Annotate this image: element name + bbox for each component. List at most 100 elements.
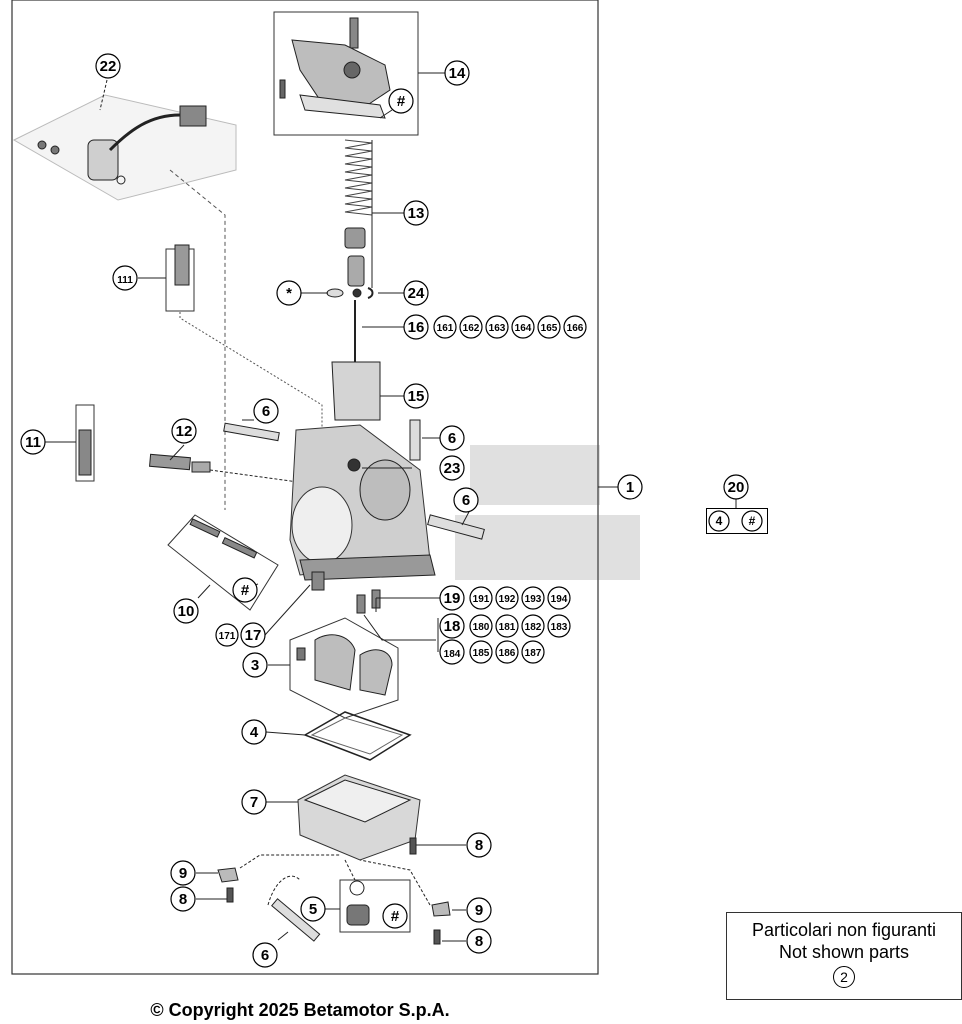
gasket-part bbox=[303, 711, 412, 761]
callout: 193 bbox=[521, 586, 545, 610]
callout-number: 8 bbox=[475, 933, 483, 950]
callout: # bbox=[232, 577, 258, 603]
callout: 163 bbox=[485, 315, 509, 339]
callout-number: 6 bbox=[462, 492, 470, 509]
callout-number: 19 bbox=[444, 590, 461, 607]
callout-number: 185 bbox=[473, 648, 490, 659]
callout-number: 182 bbox=[525, 622, 542, 633]
callout: 162 bbox=[459, 315, 483, 339]
callout-circle bbox=[388, 88, 414, 114]
callout-circle bbox=[170, 860, 196, 886]
callout-circle bbox=[403, 200, 429, 226]
callout: 17 bbox=[240, 622, 266, 648]
callout-circle bbox=[439, 585, 465, 611]
kit-20-box bbox=[706, 508, 768, 534]
callout-circle bbox=[171, 418, 197, 444]
callout-number: 17 bbox=[245, 627, 262, 644]
callout-number: 6 bbox=[448, 430, 456, 447]
callout: 8 bbox=[170, 886, 196, 912]
throttle-slide-part bbox=[331, 361, 381, 421]
callout-number: 164 bbox=[515, 323, 532, 334]
callout: 6 bbox=[252, 942, 278, 968]
callout-number: 9 bbox=[475, 902, 483, 919]
callout: 1 bbox=[617, 474, 643, 500]
callout-number: 16 bbox=[408, 319, 425, 336]
callout-number: 8 bbox=[179, 891, 187, 908]
callout-circle bbox=[276, 280, 302, 306]
callout-number: 24 bbox=[408, 285, 425, 302]
callout-circle bbox=[300, 896, 326, 922]
callout: 183 bbox=[547, 614, 571, 638]
callout-number: 183 bbox=[551, 622, 568, 633]
callout-circle bbox=[495, 614, 519, 638]
hose-part bbox=[409, 419, 421, 461]
callout-number: # bbox=[397, 93, 406, 110]
callout-number: 10 bbox=[178, 603, 195, 620]
not-shown-parts-box: Particolari non figuranti Not shown part… bbox=[726, 912, 962, 1000]
callout-number: 184 bbox=[444, 649, 461, 660]
callout: 7 bbox=[241, 789, 267, 815]
callout: 15 bbox=[403, 383, 429, 409]
callout-circle bbox=[495, 586, 519, 610]
callout-circle bbox=[537, 315, 561, 339]
callout: 185 bbox=[469, 640, 493, 664]
hose-part bbox=[427, 514, 485, 540]
hose-part bbox=[223, 422, 280, 442]
callout-number: 186 bbox=[499, 648, 516, 659]
callout-circle bbox=[723, 474, 749, 500]
spring-part bbox=[344, 139, 373, 287]
callout-number: 1 bbox=[626, 479, 634, 496]
callout-circle bbox=[547, 586, 571, 610]
callout-circle bbox=[20, 429, 46, 455]
callout-number: 4 bbox=[716, 514, 723, 528]
watermark bbox=[455, 445, 640, 580]
callout-number: 18 bbox=[444, 618, 461, 635]
callout-circle bbox=[232, 577, 258, 603]
callout-circle bbox=[382, 903, 408, 929]
callout-circle bbox=[170, 886, 196, 912]
callout-circle bbox=[242, 652, 268, 678]
callout-number: # bbox=[241, 582, 250, 599]
callout: * bbox=[276, 280, 302, 306]
callout: 186 bbox=[495, 640, 519, 664]
throttle-sensor-part bbox=[12, 79, 237, 201]
callout-circle bbox=[241, 789, 267, 815]
callout-circle bbox=[433, 315, 457, 339]
callout-circle bbox=[466, 832, 492, 858]
callout: 180 bbox=[469, 614, 493, 638]
callout: 3 bbox=[242, 652, 268, 678]
callout-number: 8 bbox=[475, 837, 483, 854]
callout-circle bbox=[521, 614, 545, 638]
not-shown-part-number: 2 bbox=[833, 966, 855, 988]
callout: 187 bbox=[521, 640, 545, 664]
not-shown-title-it: Particolari non figuranti bbox=[751, 920, 937, 940]
callout: 4 bbox=[241, 719, 267, 745]
callout-circle bbox=[439, 639, 465, 665]
callout: 165 bbox=[537, 315, 561, 339]
callout-circle bbox=[215, 623, 239, 647]
callout-number: 13 bbox=[408, 205, 425, 222]
callout: 13 bbox=[403, 200, 429, 226]
callout-number: 6 bbox=[261, 947, 269, 964]
callout: 164 bbox=[511, 315, 535, 339]
callout: 161 bbox=[433, 315, 457, 339]
callout: 20 bbox=[723, 474, 749, 500]
callout-circle bbox=[469, 586, 493, 610]
callout: 6 bbox=[439, 425, 465, 451]
callout-circle bbox=[252, 942, 278, 968]
not-shown-title-en: Not shown parts bbox=[778, 942, 910, 962]
callout: 14 bbox=[444, 60, 470, 86]
callout: 9 bbox=[466, 897, 492, 923]
callout-circle bbox=[511, 315, 535, 339]
callout-circle bbox=[485, 315, 509, 339]
callout-number: 191 bbox=[473, 594, 490, 605]
copyright-text: © Copyright 2025 Betamotor S.p.A. bbox=[150, 1000, 450, 1020]
callout-circle bbox=[403, 383, 429, 409]
callout: 166 bbox=[563, 315, 587, 339]
callout-circle bbox=[495, 640, 519, 664]
callout: 4 bbox=[708, 510, 730, 532]
callout: # bbox=[741, 510, 763, 532]
callout: 192 bbox=[495, 586, 519, 610]
callout-circle bbox=[617, 474, 643, 500]
